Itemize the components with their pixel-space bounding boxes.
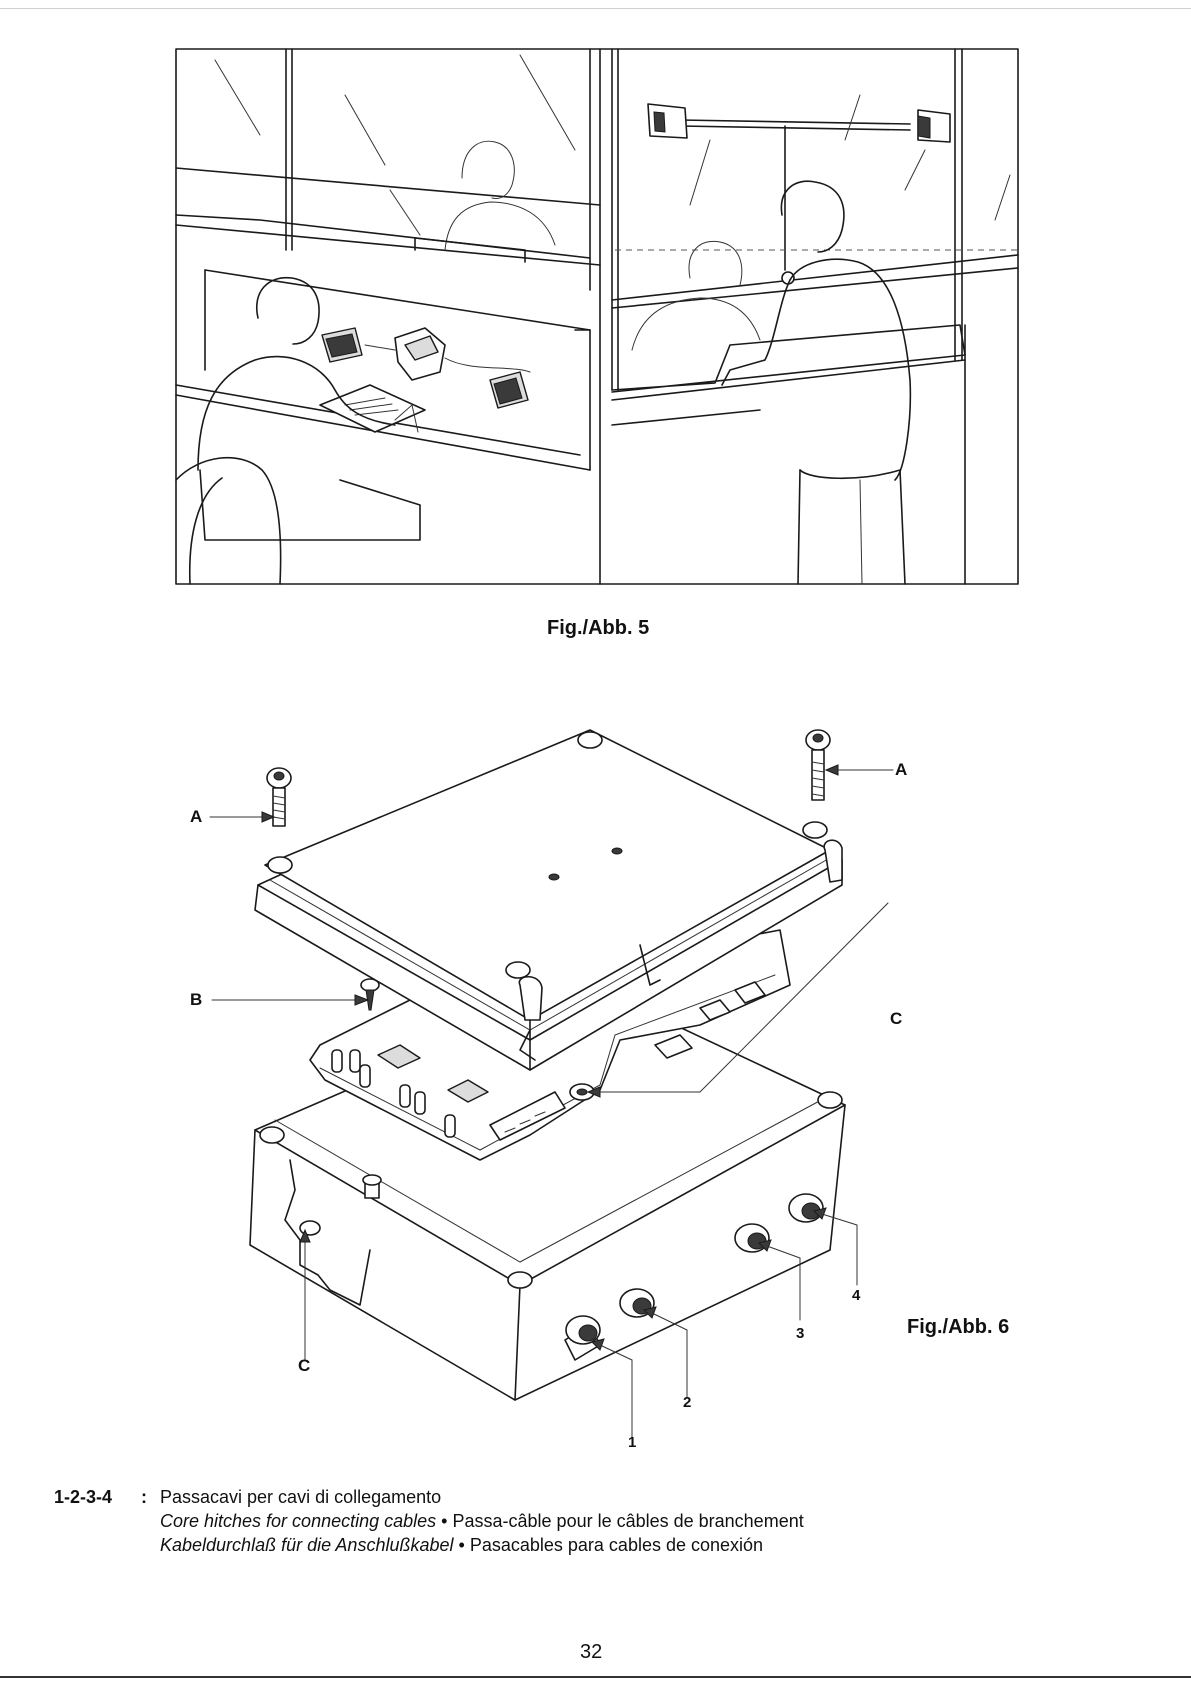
callout-4: 4 (852, 1287, 860, 1304)
legend-text-fr: Passa-câble pour le câbles de branchemen… (453, 1511, 804, 1531)
legend-text-it: Passacavi per cavi di collegamento (160, 1487, 441, 1507)
enclosure-lid (255, 730, 842, 1070)
screw-b (361, 979, 379, 1010)
callout-a-right: A (895, 760, 907, 780)
callout-2: 2 (683, 1394, 691, 1411)
callout-1: 1 (628, 1434, 636, 1451)
screw-hole-c-left (300, 1221, 320, 1235)
callout-b: B (190, 990, 202, 1010)
legend-key: 1-2-3-4 (54, 1487, 112, 1508)
callout-c-right: C (890, 1009, 902, 1029)
legend-line-de-es: Kabeldurchlaß für die Anschlußkabel • Pa… (160, 1535, 763, 1556)
page-number: 32 (580, 1641, 602, 1664)
figure-6-caption: Fig./Abb. 6 (907, 1316, 1009, 1339)
legend-bullet-2: • (459, 1535, 465, 1555)
callout-3: 3 (796, 1325, 804, 1342)
legend-bullet-1: • (441, 1511, 447, 1531)
screw-a-right (806, 730, 830, 800)
legend-text-es: Pasacables para cables de conexión (470, 1535, 763, 1555)
callout-a-left: A (190, 807, 202, 827)
scan-artifact-bottom (0, 1676, 1191, 1678)
legend-text-de: Kabeldurchlaß für die Anschlußkabel (160, 1535, 454, 1555)
legend-separator: : (141, 1487, 147, 1508)
legend-line-en-fr: Core hitches for connecting cables • Pas… (160, 1511, 804, 1532)
callout-c-left: C (298, 1356, 310, 1376)
legend-line-italian: Passacavi per cavi di collegamento (160, 1487, 441, 1508)
figure-6-illustration (0, 0, 1191, 1450)
cable-gland-4 (789, 1194, 823, 1222)
legend-text-en: Core hitches for connecting cables (160, 1511, 436, 1531)
